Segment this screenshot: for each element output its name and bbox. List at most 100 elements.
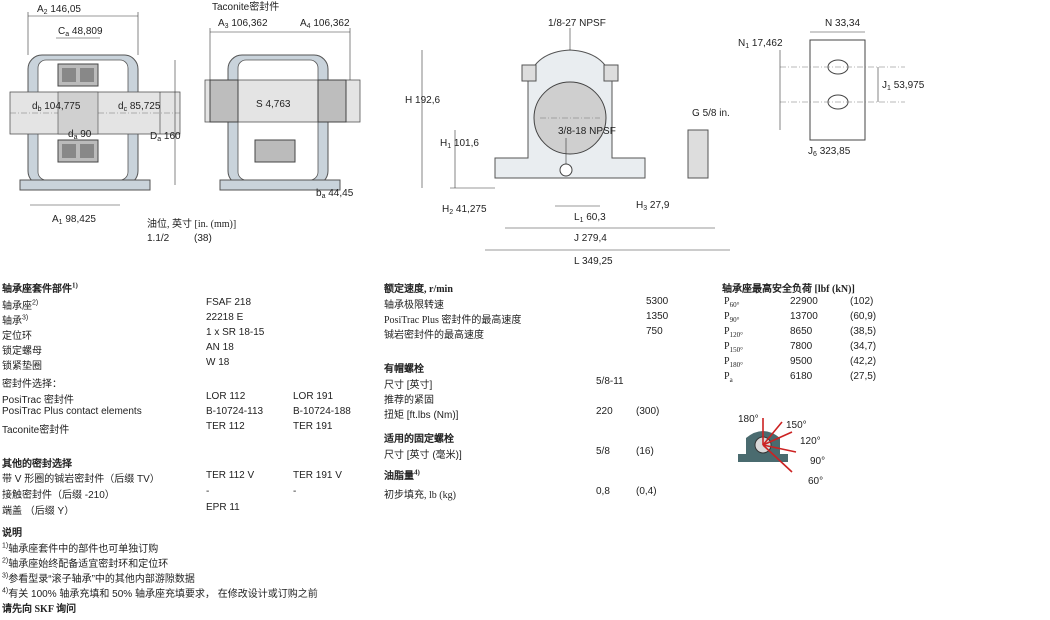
speed-row-label: 铖岩密封件的最高速度 [384,330,484,341]
speed-row-value: 1350 [646,311,669,322]
other-seal-row-label: 带 V 形圈的铖岩密封件（后缀 TV） [2,474,160,485]
dim-Ca: Ca 48,809 [58,26,103,38]
other-seal-row-value-1: - [206,486,210,497]
fix-bolt-row-label: 尺寸 [英寸 (毫米)] [384,450,462,461]
component-row-value: 22218 E [206,312,244,323]
note-text: 轴承座套件中的部件也可单独订购 [8,544,159,555]
npsf-mid-label: 3/8-18 NPSF [558,126,616,137]
note-ref: 2) [2,557,9,565]
dim-J6: J6 323,85 [808,146,851,158]
component-label-text: 锁定螺母 [2,346,42,357]
dim-Da: Da 160 [150,131,181,143]
note-item: 4)有关 100% 轴承充填和 50% 轴承座充填要求， 在修改设计或订购之前 [2,585,318,600]
load-row-value-lbf: 22900 [790,296,818,307]
load-row-value-lbf: 6180 [790,371,813,382]
oil-level-label: 油位, 英寸 [in. (mm)] [147,219,237,230]
section-drawing-taconite: Taconite密封件 A3 106,362 A4 106,362 S 4,76… [204,0,361,200]
npsf-top-label: 1/8-27 NPSF [548,18,606,29]
load-row-label: P120° [724,326,743,339]
angle-180: 180° [738,414,759,425]
dim-J1: J1 53,975 [882,80,925,92]
dim-J: J 279,4 [574,233,607,244]
housing-front [494,49,709,179]
note-text: 参看型录“滚子轴承”中的其他内部游隙数据 [8,574,195,585]
dim-L: L 349,25 [574,256,613,267]
angle-150: 150° [786,420,807,431]
oil-level-in: 1.1/2 [147,233,170,244]
load-direction-diagram: 180° 150° 120° 90° 60° [738,414,825,487]
load-angle: 120° [729,331,743,339]
other-seal-row-value-2: - [293,486,297,497]
lube-row-label: 初步填充, lb (kg) [384,490,456,501]
load-symbol: P [724,311,730,322]
dim-A1: A1 98,425 [52,214,96,226]
load-row-value-lbf: 9500 [790,356,813,367]
load-angle: 90° [729,316,740,324]
cap-bolt-row-value-1: 220 [596,406,613,417]
note-ref: 1) [2,542,9,550]
contact-skf: 请先向 SKF 询问 [2,604,77,615]
component-label-text: 锁紧垫圈 [2,361,42,372]
section-drawing-1: A2 146,05 Ca 48,809 db 104,775 dc 85,725… [9,4,181,226]
front-view-drawing: 1/8-27 NPSF H 192,6 H1 101,6 3/8-18 NPSF… [405,18,730,267]
load-symbol: P [724,356,730,367]
note-text: 有关 100% 轴承充填和 50% 轴承座充填要求， 在修改设计或订购之前 [8,589,318,600]
taconite-label: Taconite密封件 [212,0,279,13]
lube-row-value-2: (0,4) [636,486,657,497]
component-row-value: 1 x SR 18-15 [206,327,265,338]
dim-H1: H1 101,6 [440,138,479,150]
load-row-value-kn: (60,9) [850,311,877,322]
load-row-value-lbf: 8650 [790,326,813,337]
note-ref: 3) [2,572,9,580]
component-row-value: AN 18 [206,342,234,353]
dim-S: S 4,763 [256,99,291,110]
note-text: 轴承座始终配备适宜密封环和定位环 [8,559,169,570]
angle-60: 60° [808,476,823,487]
cap-bolts-title: 有帽螺栓 [384,364,424,375]
cap-bolt-row-label: 尺寸 [英寸] [384,380,433,391]
dim-N: N 33,34 [825,18,860,29]
other-seal-row-label: 接触密封件（后缀 -210） [2,490,115,501]
footnote-ref: 3) [22,314,29,322]
seal-row-value-2: TER 191 [293,421,333,432]
load-row-label: P60° [724,296,739,309]
component-label-text: 定位环 [2,331,32,342]
component-row-label: 轴承座2) [2,297,38,312]
oil-level-mm: (38) [194,233,212,244]
notes-title: 说明 [2,528,22,539]
component-row-label: 锁紧垫圈 [2,357,42,372]
cap-bolt-row-label: 扭矩 [ft.lbs (Nm)] [384,410,459,421]
taconite-housing [204,54,361,191]
dim-H: H 192,6 [405,95,440,106]
seal-row-value-1: B-10724-113 [206,406,264,417]
load-row-value-lbf: 7800 [790,341,813,352]
dim-dc: dc 85,725 [118,101,161,113]
seal-row-label: Taconite密封件 [2,425,70,436]
bolt-pattern-drawing: N 33,34 N1 17,462 J1 53,975 J6 323,85 [738,18,925,158]
dim-L1: L1 60,3 [574,212,606,224]
load-angle: 150° [729,346,743,354]
note-item: 3)参看型录“滚子轴承”中的其他内部游隙数据 [2,570,195,585]
housing-section [9,54,181,191]
load-row-value-kn: (34,7) [850,341,877,352]
note-item: 2)轴承座始终配备适宜密封环和定位环 [2,555,168,570]
seal-row-value-2: B-10724-188 [293,406,351,417]
lube-title: 油脂量4) [384,468,420,482]
dim-db: db 104,775 [32,101,81,113]
bolt-pattern-body [780,39,905,141]
loads-title: 轴承座最高安全负荷 [lbf (kN)] [722,284,855,295]
load-symbol: P [724,341,730,352]
component-row-label: 轴承3) [2,312,28,327]
other-seals-title: 其他的密封选择 [2,459,72,470]
speed-row-label: PosiTrac Plus 密封件的最高速度 [384,315,522,326]
speed-row-label: 轴承极限转速 [384,300,444,311]
seal-row-value-1: TER 112 [206,421,245,432]
note-ref: 4) [2,587,9,595]
dim-A4: A4 106,362 [300,18,350,30]
load-row-label: P180° [724,356,743,369]
load-row-label: P150° [724,341,743,354]
fix-bolt-row-value-1: 5/8 [596,446,610,457]
cap-bolt-row-label: 推荐的紧固 [384,395,434,406]
fix-bolts-title: 适用的固定螺栓 [384,434,454,445]
dim-da: da 90 [68,129,92,141]
